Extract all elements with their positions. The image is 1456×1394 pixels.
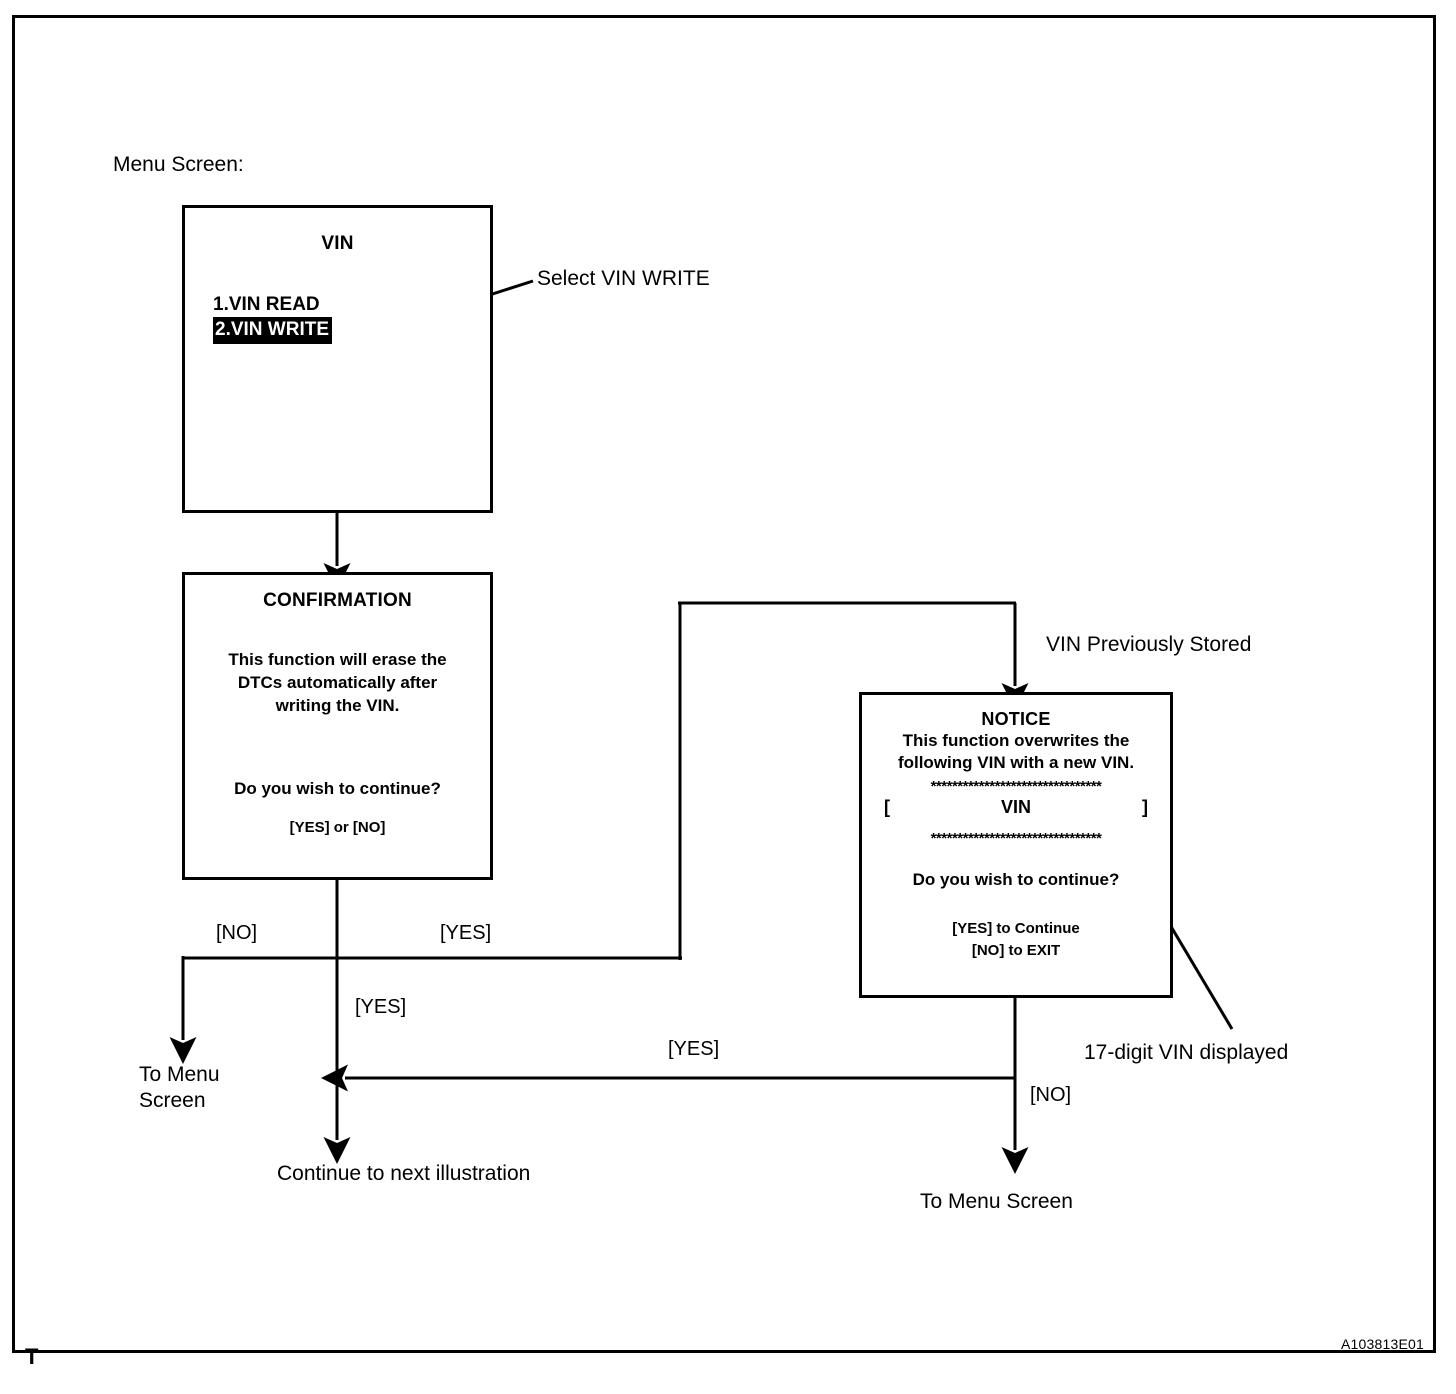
notice-question: Do you wish to continue? — [912, 870, 1120, 890]
confirmation-message-line3: writing the VIN. — [275, 696, 400, 716]
flow-label-yes-top: [YES] — [440, 922, 492, 944]
vin-placeholder: VIN — [1000, 796, 1031, 817]
to-menu-screen-right-label: To Menu Screen — [920, 1190, 1073, 1213]
continue-next-illustration-label: Continue to next illustration — [277, 1162, 531, 1185]
notice-title: NOTICE — [981, 709, 1051, 729]
figure-id-code: A103813E01 — [1341, 1336, 1424, 1352]
confirmation-title: CONFIRMATION — [263, 590, 412, 611]
vin-bracket-right: ] — [1142, 796, 1148, 817]
menu-screen-label: Menu Screen: — [113, 153, 244, 176]
confirmation-message: This function will erase the DTCs automa… — [185, 648, 490, 717]
vin-menu-list: 1.VIN READ 2.VIN WRITE — [185, 293, 490, 344]
confirmation-message-line2: DTCs automatically after — [237, 673, 438, 693]
notice-message-line2: following VIN with a new VIN. — [897, 753, 1135, 773]
vin-bracket-left: [ — [884, 796, 890, 817]
notice-message-line1: This function overwrites the — [902, 731, 1130, 750]
menu-item-vin-read[interactable]: 1.VIN READ — [213, 294, 320, 315]
notice-key-yes: [YES] to Continue — [952, 920, 1080, 938]
confirmation-screen-box: CONFIRMATION This function will erase th… — [182, 572, 493, 880]
to-menu-screen-left-line2: Screen — [139, 1089, 206, 1113]
flow-label-no-left: [NO] — [216, 922, 258, 944]
corner-mark-t: T — [25, 1344, 39, 1369]
vin-menu-screen-box: VIN 1.VIN READ 2.VIN WRITE — [182, 205, 493, 513]
confirmation-message-line1: This function will erase the — [228, 650, 447, 669]
confirmation-question: Do you wish to continue? — [234, 779, 441, 799]
menu-item-vin-write[interactable]: 2.VIN WRITE — [213, 316, 333, 344]
select-vin-write-callout-label: Select VIN WRITE — [537, 267, 710, 290]
seventeen-digit-vin-callout-label: 17-digit VIN displayed — [1084, 1041, 1289, 1064]
notice-keys: [YES] to Continue [NO] to EXIT — [862, 918, 1170, 962]
flow-label-yes-return: [YES] — [668, 1038, 720, 1060]
notice-key-no: [NO] to EXIT — [971, 942, 1061, 960]
flow-label-no-right: [NO] — [1030, 1084, 1072, 1106]
flow-label-yes-middle: [YES] — [355, 996, 407, 1018]
notice-message: This function overwrites the following V… — [862, 730, 1170, 775]
to-menu-screen-left-label: To Menu Screen — [139, 1062, 220, 1115]
vin-previously-stored-label: VIN Previously Stored — [1046, 633, 1252, 656]
notice-vin-field-row: [ VIN ] — [862, 797, 1170, 827]
confirmation-keys: [YES] or [NO] — [289, 819, 386, 837]
figure-border — [12, 15, 1436, 1353]
to-menu-screen-left-line1: To Menu — [139, 1063, 220, 1086]
vin-menu-title: VIN — [321, 233, 354, 254]
notice-separator-top: ******************************** — [930, 778, 1102, 795]
notice-screen-box: NOTICE This function overwrites the foll… — [859, 692, 1173, 998]
notice-separator-bottom: ******************************** — [930, 830, 1102, 847]
